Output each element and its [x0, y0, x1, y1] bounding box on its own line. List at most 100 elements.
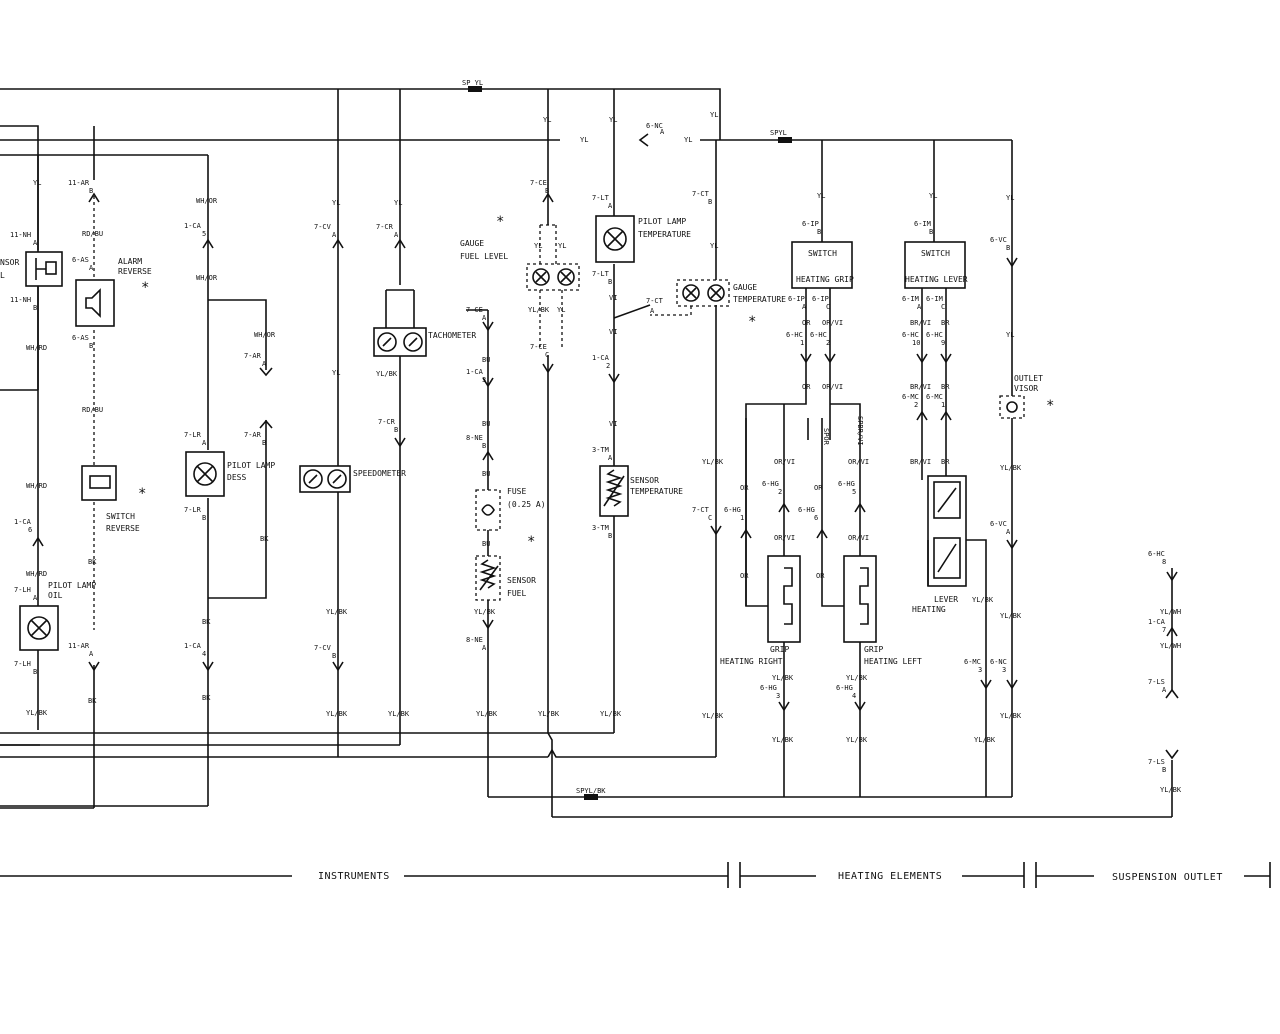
connectors-c7cr-a-0-label: 7-CR — [376, 223, 394, 231]
components-outlet-visor-1-label: VISOR — [1014, 384, 1038, 393]
connectors-c3tm-b-0-label: 3-TM — [592, 524, 609, 532]
wires-yl-label: YL — [558, 242, 566, 250]
components-fuse-1-label: (0.25 A) — [507, 500, 546, 509]
star-label: * — [527, 534, 535, 550]
connectors-c6hc-9-0-label: 6-HC — [926, 331, 943, 339]
connectors-c3tm-b-1-label: B — [608, 532, 612, 540]
connectors-c7ar-b-1-label: B — [262, 439, 266, 447]
connectors-c7cv-a-0-label: 7-CV — [314, 223, 332, 231]
wires-orvi-label: OR/VI — [822, 383, 843, 391]
wires-yl-label: YL — [543, 116, 551, 124]
connectors-c6mc-2-1-label: 2 — [914, 401, 918, 409]
splice-mid: SPYL — [770, 129, 792, 143]
connectors-c7lt-b-0-label: 7-LT — [592, 270, 610, 278]
splice-top-label: SP YL — [462, 79, 483, 87]
connectors-c6as-b-0-label: 6-AS — [72, 334, 89, 342]
wires-or-label: OR — [740, 484, 749, 492]
wires-ylbk-label: YL/BK — [846, 736, 868, 744]
connectors-c7lt-a-0-label: 7-LT — [592, 194, 610, 202]
connectors-c7lr-b-1-label: B — [202, 514, 206, 522]
outlet-visor-box — [999, 395, 1025, 419]
connectors-c1ca3-0-label: 1-CA — [466, 368, 484, 376]
section-instruments: INSTRUMENTS — [318, 871, 390, 882]
components-pilot-lamp-oil-0-label: PILOT LAMP — [48, 581, 96, 590]
components-gauge-fuel-0-label: GAUGE — [460, 239, 484, 248]
connectors-c7ls-b-1-label: B — [1162, 766, 1166, 774]
wires-ylbk-label: YL/BK — [974, 736, 996, 744]
connectors-c6hg-6-0-label: 6-HG — [798, 506, 815, 514]
wires-ylbk-label: YL/BK — [1000, 464, 1022, 472]
column-fuel: 7-CE A BU 1-CA 3 BU 8-NE B BU FUSE (0.25… — [466, 306, 546, 797]
section-footer: INSTRUMENTS HEATING ELEMENTS SUSPENSION … — [0, 862, 1271, 888]
connectors-c6ip-a-1-label: A — [802, 303, 807, 311]
components-gauge-temp-0-label: GAUGE — [733, 283, 757, 292]
wires-yl-label: YL — [684, 136, 692, 144]
wires-bk-label: BK — [88, 558, 97, 566]
connectors-c6nc-1-label: A — [660, 128, 665, 136]
components-switch-lever-1-label: HEATING LEVER — [905, 275, 968, 284]
connectors-c7ar-a-0-label: 7-AR — [244, 352, 262, 360]
connectors-c6hc-2-0-label: 6-HC — [810, 331, 827, 339]
connectors-c1ca5-0-label: 1-CA — [184, 222, 202, 230]
wires-or-label: OR — [814, 484, 823, 492]
wires-orvi-label: OR/VI — [848, 534, 869, 542]
wires-vi-label: VI — [609, 294, 617, 302]
connectors-c7ct-c-0-label: 7-CT — [692, 506, 710, 514]
connectors-c6hg-4-1-label: 4 — [852, 692, 856, 700]
connectors-c6nc-0-label: 6-NC — [646, 122, 663, 130]
connectors-c6ip-b-0-label: 6-IP — [802, 220, 819, 228]
connectors-c7cr-a-1-label: A — [394, 231, 399, 239]
column-heating-lever: YL 6-IM B SWITCH HEATING LEVER 6-IM A 6-… — [902, 140, 996, 797]
components-sensor-temp-0-label: SENSOR — [630, 476, 659, 485]
wires-brvi-label: BR/VI — [910, 458, 931, 466]
column-gauge-fuel: YL 7-CE B YL YL GAUGE FUEL LEVEL * YL/BK… — [460, 89, 580, 817]
column-tachometer: YL 7-CR A TACHOMETER YL/BK 7-CR B YL/BK — [0, 89, 476, 746]
connectors-c8ne-a-1-label: A — [482, 644, 487, 652]
connectors-c7cr-b-1-label: B — [394, 426, 398, 434]
components-alarm-reverse-1-label: REVERSE — [118, 267, 152, 276]
components-pilot-lamp-temp-0-label: PILOT LAMP — [638, 217, 686, 226]
connectors-c6vc-b-1-label: B — [1006, 244, 1010, 252]
connectors-c1ca2-0-label: 1-CA — [592, 354, 610, 362]
connectors-c1ca4-0-label: 1-CA — [184, 642, 202, 650]
alarm-reverse-box — [75, 279, 115, 327]
connectors-c7lr-a-0-label: 7-LR — [184, 431, 202, 439]
wires-yl-label: YL — [557, 306, 565, 314]
wires-whrd-label: WH/RD — [26, 482, 47, 490]
connectors-c1ca6-0-label: 1-CA — [14, 518, 32, 526]
column-gauge-temperature: YL 7-CT B YL GAUGE TEMPERATURE * YL/BK 7… — [650, 111, 786, 757]
wires-yl-label: YL — [710, 242, 718, 250]
wires-yl-label: YL — [332, 369, 340, 377]
star-label: * — [496, 214, 504, 230]
connectors-c7ct-c-1-label: C — [708, 514, 712, 522]
connectors-c6as-a-1-label: A — [89, 264, 94, 272]
components-sensor-fuel-1-label: FUEL — [507, 589, 526, 598]
components-lever-heating-0-label: LEVER — [934, 595, 958, 604]
wires-orvi-label: OR/VI — [822, 319, 843, 327]
components-sensor-partial-label: NSOR — [0, 258, 19, 267]
connectors-c6hc-8-1-label: 8 — [1162, 558, 1166, 566]
wires-ylbk-label: YL/BK — [476, 710, 498, 718]
connectors-c11ar-b-1-label: B — [89, 187, 93, 195]
connectors-c6mc-2-0-label: 6-MC — [902, 393, 919, 401]
connectors-c6hg-3-1-label: 3 — [776, 692, 780, 700]
column-temperature: YL YL YL 6-NC A 7-LT A PILOT LAMP TEMPER… — [580, 89, 692, 733]
wires-bk-label: BK — [202, 694, 211, 702]
connectors-c6im-c-0-label: 6-IM — [926, 295, 943, 303]
bus-wires — [0, 88, 1172, 818]
connectors-c6ip-a-0-label: 6-IP — [788, 295, 805, 303]
connectors-c6vc-a-0-label: 6-VC — [990, 520, 1007, 528]
connectors-c8ne-a-0-label: 8-NE — [466, 636, 483, 644]
splice-bottom: SPYL/BK — [576, 787, 606, 800]
wires-ylbk-label: YL/BK — [1000, 612, 1022, 620]
star-label: * — [141, 280, 149, 296]
connectors-c6hc-2-1-label: 2 — [826, 339, 830, 347]
wires-ylbk-label: YL/BK — [972, 596, 994, 604]
wires-or-label: OR — [816, 572, 825, 580]
wires-brvi-label: BR/VI — [910, 319, 931, 327]
connectors-c1ca2-1-label: 2 — [606, 362, 610, 370]
wires-ylbk-label: YL/BK — [388, 710, 410, 718]
wires-ylbk-label: YL/BK — [1160, 786, 1182, 794]
connectors-c1ca6-1-label: 6 — [28, 526, 32, 534]
